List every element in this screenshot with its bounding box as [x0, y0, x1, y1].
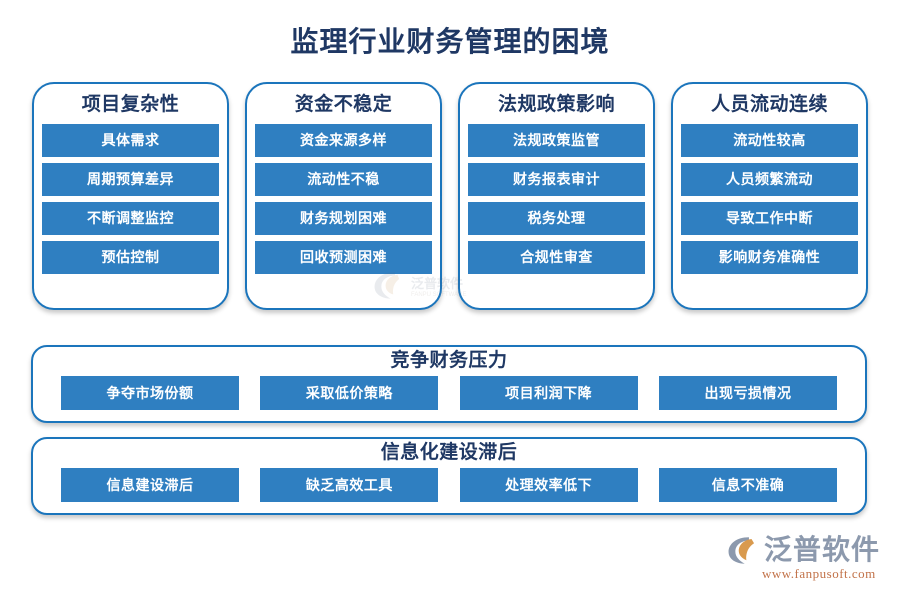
- chip-item[interactable]: 预估控制: [42, 241, 219, 274]
- column-card-1-items: 具体需求 周期预算差异 不断调整监控 预估控制: [42, 124, 219, 274]
- chip-item[interactable]: 回收预测困难: [255, 241, 432, 274]
- chip-item[interactable]: 信息不准确: [658, 468, 837, 502]
- chip-item[interactable]: 采取低价策略: [260, 376, 439, 410]
- chip-item[interactable]: 财务报表审计: [468, 163, 645, 196]
- chip-item[interactable]: 处理效率低下: [459, 468, 638, 502]
- brand-logo: 泛普软件 www.fanpusoft.com: [726, 532, 880, 588]
- brand-logo-name: 泛普软件: [763, 534, 880, 565]
- column-card-4-heading: 人员流动连续: [710, 94, 828, 115]
- wide-row-1-heading: 竞争财务压力: [390, 350, 508, 371]
- wide-row-2-items: 信息建设滞后 缺乏高效工具 处理效率低下 信息不准确: [33, 468, 865, 502]
- column-card-3-items: 法规政策监管 财务报表审计 税务处理 合规性审查: [468, 124, 645, 274]
- chip-item[interactable]: 缺乏高效工具: [260, 468, 439, 502]
- column-card-2: 资金不稳定 资金来源多样 流动性不稳 财务规划困难 回收预测困难: [245, 82, 442, 310]
- brand-logo-row: 泛普软件: [726, 532, 880, 568]
- wide-row-2-heading: 信息化建设滞后: [380, 442, 518, 463]
- chip-item[interactable]: 信息建设滞后: [61, 468, 239, 502]
- column-card-3: 法规政策影响 法规政策监管 财务报表审计 税务处理 合规性审查: [458, 82, 655, 310]
- fanpu-logo-icon: [728, 537, 755, 564]
- chip-item[interactable]: 项目利润下降: [459, 376, 638, 410]
- column-card-1-heading: 项目复杂性: [81, 94, 180, 115]
- page-title: 监理行业财务管理的困境: [290, 26, 610, 57]
- wide-row-1: 竞争财务压力 争夺市场份额 采取低价策略 项目利润下降 出现亏损情况: [31, 345, 867, 423]
- chip-item[interactable]: 不断调整监控: [42, 202, 219, 235]
- chip-item[interactable]: 法规政策监管: [468, 124, 645, 157]
- brand-logo-url: www.fanpusoft.com: [761, 566, 876, 581]
- column-card-group: 项目复杂性 具体需求 周期预算差异 不断调整监控 预估控制 资金不稳定 资金来源…: [32, 82, 868, 312]
- column-card-4-items: 流动性较高 人员频繁流动 导致工作中断 影响财务准确性: [681, 124, 858, 274]
- chip-item[interactable]: 流动性不稳: [255, 163, 432, 196]
- chip-item[interactable]: 流动性较高: [681, 124, 858, 157]
- chip-item[interactable]: 人员频繁流动: [681, 163, 858, 196]
- column-card-1: 项目复杂性 具体需求 周期预算差异 不断调整监控 预估控制: [32, 82, 229, 310]
- chip-item[interactable]: 财务规划困难: [255, 202, 432, 235]
- chip-item[interactable]: 具体需求: [42, 124, 219, 157]
- column-card-3-heading: 法规政策影响: [497, 94, 615, 115]
- column-card-2-heading: 资金不稳定: [294, 94, 393, 115]
- wide-row-2: 信息化建设滞后 信息建设滞后 缺乏高效工具 处理效率低下 信息不准确: [31, 437, 867, 515]
- column-card-2-items: 资金来源多样 流动性不稳 财务规划困难 回收预测困难: [255, 124, 432, 274]
- chip-item[interactable]: 出现亏损情况: [658, 376, 837, 410]
- chip-item[interactable]: 合规性审查: [468, 241, 645, 274]
- chip-item[interactable]: 资金来源多样: [255, 124, 432, 157]
- chip-item[interactable]: 影响财务准确性: [681, 241, 858, 274]
- chip-item[interactable]: 争夺市场份额: [61, 376, 239, 410]
- chip-item[interactable]: 税务处理: [468, 202, 645, 235]
- column-card-4: 人员流动连续 流动性较高 人员频繁流动 导致工作中断 影响财务准确性: [671, 82, 868, 310]
- chip-item[interactable]: 周期预算差异: [42, 163, 219, 196]
- wide-row-1-items: 争夺市场份额 采取低价策略 项目利润下降 出现亏损情况: [33, 376, 865, 410]
- chip-item[interactable]: 导致工作中断: [681, 202, 858, 235]
